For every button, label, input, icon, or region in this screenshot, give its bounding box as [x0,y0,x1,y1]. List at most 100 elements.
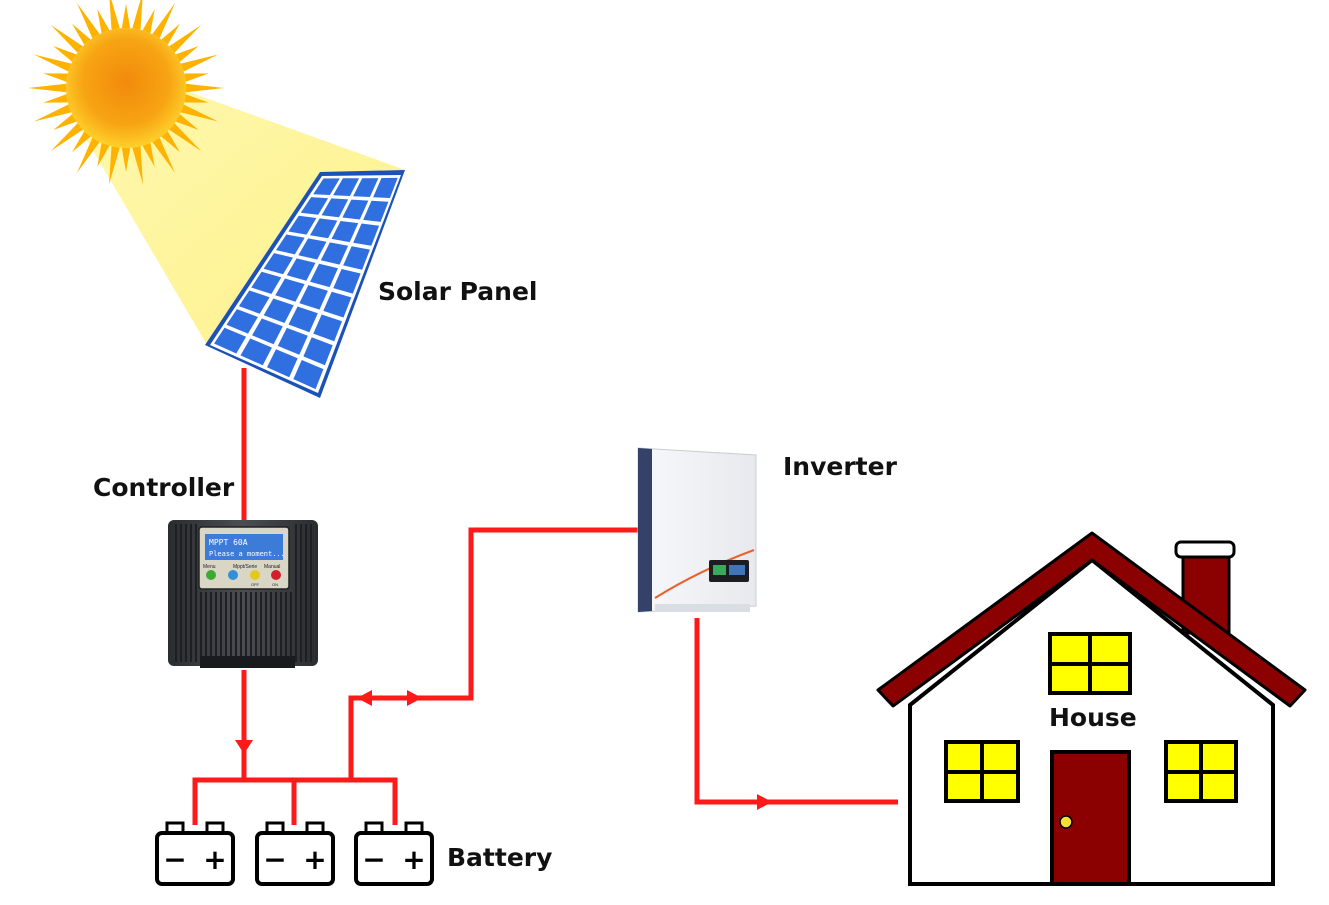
sun-ray [132,146,143,185]
controller-display-line2: Please a moment... [209,550,285,558]
sun-ray [169,25,202,53]
solar-cell [342,199,369,220]
sun-ray [53,114,77,130]
solar-cell [288,215,317,235]
sun-ray [161,131,180,153]
battery-icon: −+ [354,821,434,886]
solar-cell [286,258,316,281]
solar-cell [276,234,305,255]
sun-ray [50,25,83,53]
solar-cell [333,178,360,196]
wire-arrows [235,690,772,810]
arrow-right-bidirectional [407,690,422,706]
solar-cell [353,223,380,246]
solar-cell [320,242,349,265]
label-battery: Battery [447,843,553,872]
controller-button-blue [228,570,238,580]
battery-minus-sign: − [362,843,385,876]
sun-ray [43,94,68,103]
solar-cell [298,238,327,260]
solar-cell [310,263,338,288]
controller-display-line1: MPPT 60A [209,538,248,547]
solar-cell [331,221,359,243]
label-inverter: Inverter [783,452,897,481]
sun-icon [28,0,224,185]
wire-battery-to-inverter [348,527,640,780]
battery-icon: −+ [255,821,335,886]
sun-ray [33,54,72,72]
sun-ray [72,131,91,153]
sun-ray [152,137,175,173]
house-window-left [944,740,1020,803]
label-solar-panel: Solar Panel [378,277,538,306]
battery-minus-sign: − [163,843,186,876]
sun-ray [184,94,209,103]
sun-ray [184,73,209,82]
battery-bank: −+ −+ −+ [155,821,434,886]
sun-ray [161,23,180,45]
house-window-right [1164,740,1238,803]
sun-ray [109,146,120,185]
sun-ray [185,83,224,93]
solar-cell [303,337,333,366]
wire-inverter-to-house [694,618,898,805]
controller-button-green [206,570,216,580]
battery-icon: −+ [155,821,235,886]
sun-ray [28,83,67,93]
solar-cell [343,246,370,270]
solar-cell [313,178,340,195]
sun-ray [152,3,175,39]
label-controller: Controller [93,473,235,502]
controller-button-label-menu: Menu [203,564,216,570]
sun-ray [77,137,100,173]
solar-cell [251,271,282,294]
solar-cell [288,306,318,333]
solar-cell [226,309,258,334]
solar-cell [263,253,293,275]
solar-cell [240,338,272,366]
solar-cell [275,278,305,302]
battery-minus-sign: − [263,843,286,876]
sun-ray [97,142,110,167]
solar-cell [333,269,361,294]
solar-cell [238,290,270,314]
solar-cell [293,360,324,390]
sun-ray [180,54,219,72]
arrow-down-to-batteries [235,740,253,754]
solar-cell [263,298,294,323]
solar-cell [363,200,389,222]
arrow-left-bidirectional [357,690,372,706]
sun-ray [180,104,219,122]
solar-cell [214,327,247,354]
inverter-icon [637,447,757,613]
label-house: House [1049,703,1137,732]
solar-cell [313,314,342,342]
house-door-knob [1059,815,1073,829]
solar-cell [373,177,398,198]
solar-panel-icon [205,170,405,398]
sun-ray [72,23,91,45]
controller-button-label-mppt: Mppt/Serie [233,564,257,570]
house-door [1050,750,1131,886]
sun-ray [77,3,100,39]
solar-cell [299,285,328,310]
sun-ray [175,114,199,130]
sun-ray [50,123,83,151]
sun-ray [132,0,143,30]
sun-ray [175,46,199,62]
solar-cell [252,318,283,345]
arrow-right-to-house [757,794,772,810]
sun-ray [33,104,72,122]
house-chimney-cap [1174,540,1236,559]
house-roof [876,531,1307,708]
controller-mark-off: OFF [251,582,260,587]
sun-ray [109,0,120,30]
solar-cell [267,349,298,378]
controller-mark-on: ON [272,582,278,587]
sun-ray [97,9,110,34]
wiring [192,368,898,825]
controller-button-red [271,570,281,580]
controller-button-yellow [250,570,260,580]
